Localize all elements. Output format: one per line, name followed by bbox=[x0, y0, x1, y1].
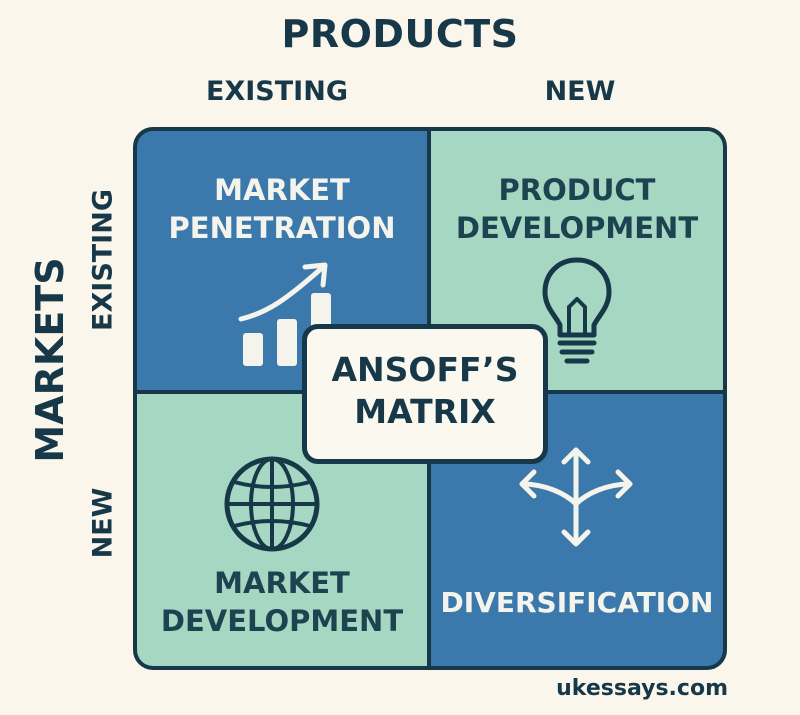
source-credit: ukessays.com bbox=[556, 676, 728, 701]
diversification-label: DIVERSIFICATION bbox=[431, 584, 723, 622]
center-title-line: ANSOFF’S bbox=[331, 350, 519, 389]
column-header-new: NEW bbox=[544, 76, 616, 107]
quadrant-label-line: PRODUCT bbox=[498, 173, 656, 207]
quadrant-label-line: MARKET bbox=[214, 173, 350, 207]
quadrant-market-penetration: MARKET PENETRATION bbox=[137, 131, 427, 390]
center-title-line: MATRIX bbox=[354, 392, 496, 431]
quadrant-label-line: MARKET bbox=[214, 566, 350, 600]
row-header-existing: EXISTING bbox=[87, 189, 119, 331]
quadrant-label-line: DEVELOPMENT bbox=[160, 604, 404, 638]
column-header-existing: EXISTING bbox=[206, 76, 348, 107]
ansoffs-matrix-title-box: ANSOFF’S MATRIX bbox=[302, 324, 548, 464]
row-header-new: NEW bbox=[87, 487, 119, 559]
lightbulb-icon bbox=[542, 257, 612, 364]
quadrant-label-line: DIVERSIFICATION bbox=[440, 586, 714, 619]
branching-arrows-icon bbox=[519, 447, 633, 547]
market-penetration-label: MARKET PENETRATION bbox=[137, 171, 427, 247]
product-development-label: PRODUCT DEVELOPMENT bbox=[431, 171, 723, 247]
markets-axis-title: MARKETS bbox=[28, 257, 72, 463]
globe-icon bbox=[224, 456, 320, 552]
products-axis-title: PRODUCTS bbox=[281, 12, 519, 56]
quadrant-label-line: DEVELOPMENT bbox=[455, 211, 699, 245]
ansoff-matrix-grid: MARKET PENETRATION PRODUCT DEVELOPMENT bbox=[133, 127, 727, 670]
quadrant-market-development: MARKET DEVELOPMENT bbox=[137, 394, 427, 666]
market-development-label: MARKET DEVELOPMENT bbox=[137, 564, 427, 640]
quadrant-label-line: PENETRATION bbox=[168, 211, 396, 245]
